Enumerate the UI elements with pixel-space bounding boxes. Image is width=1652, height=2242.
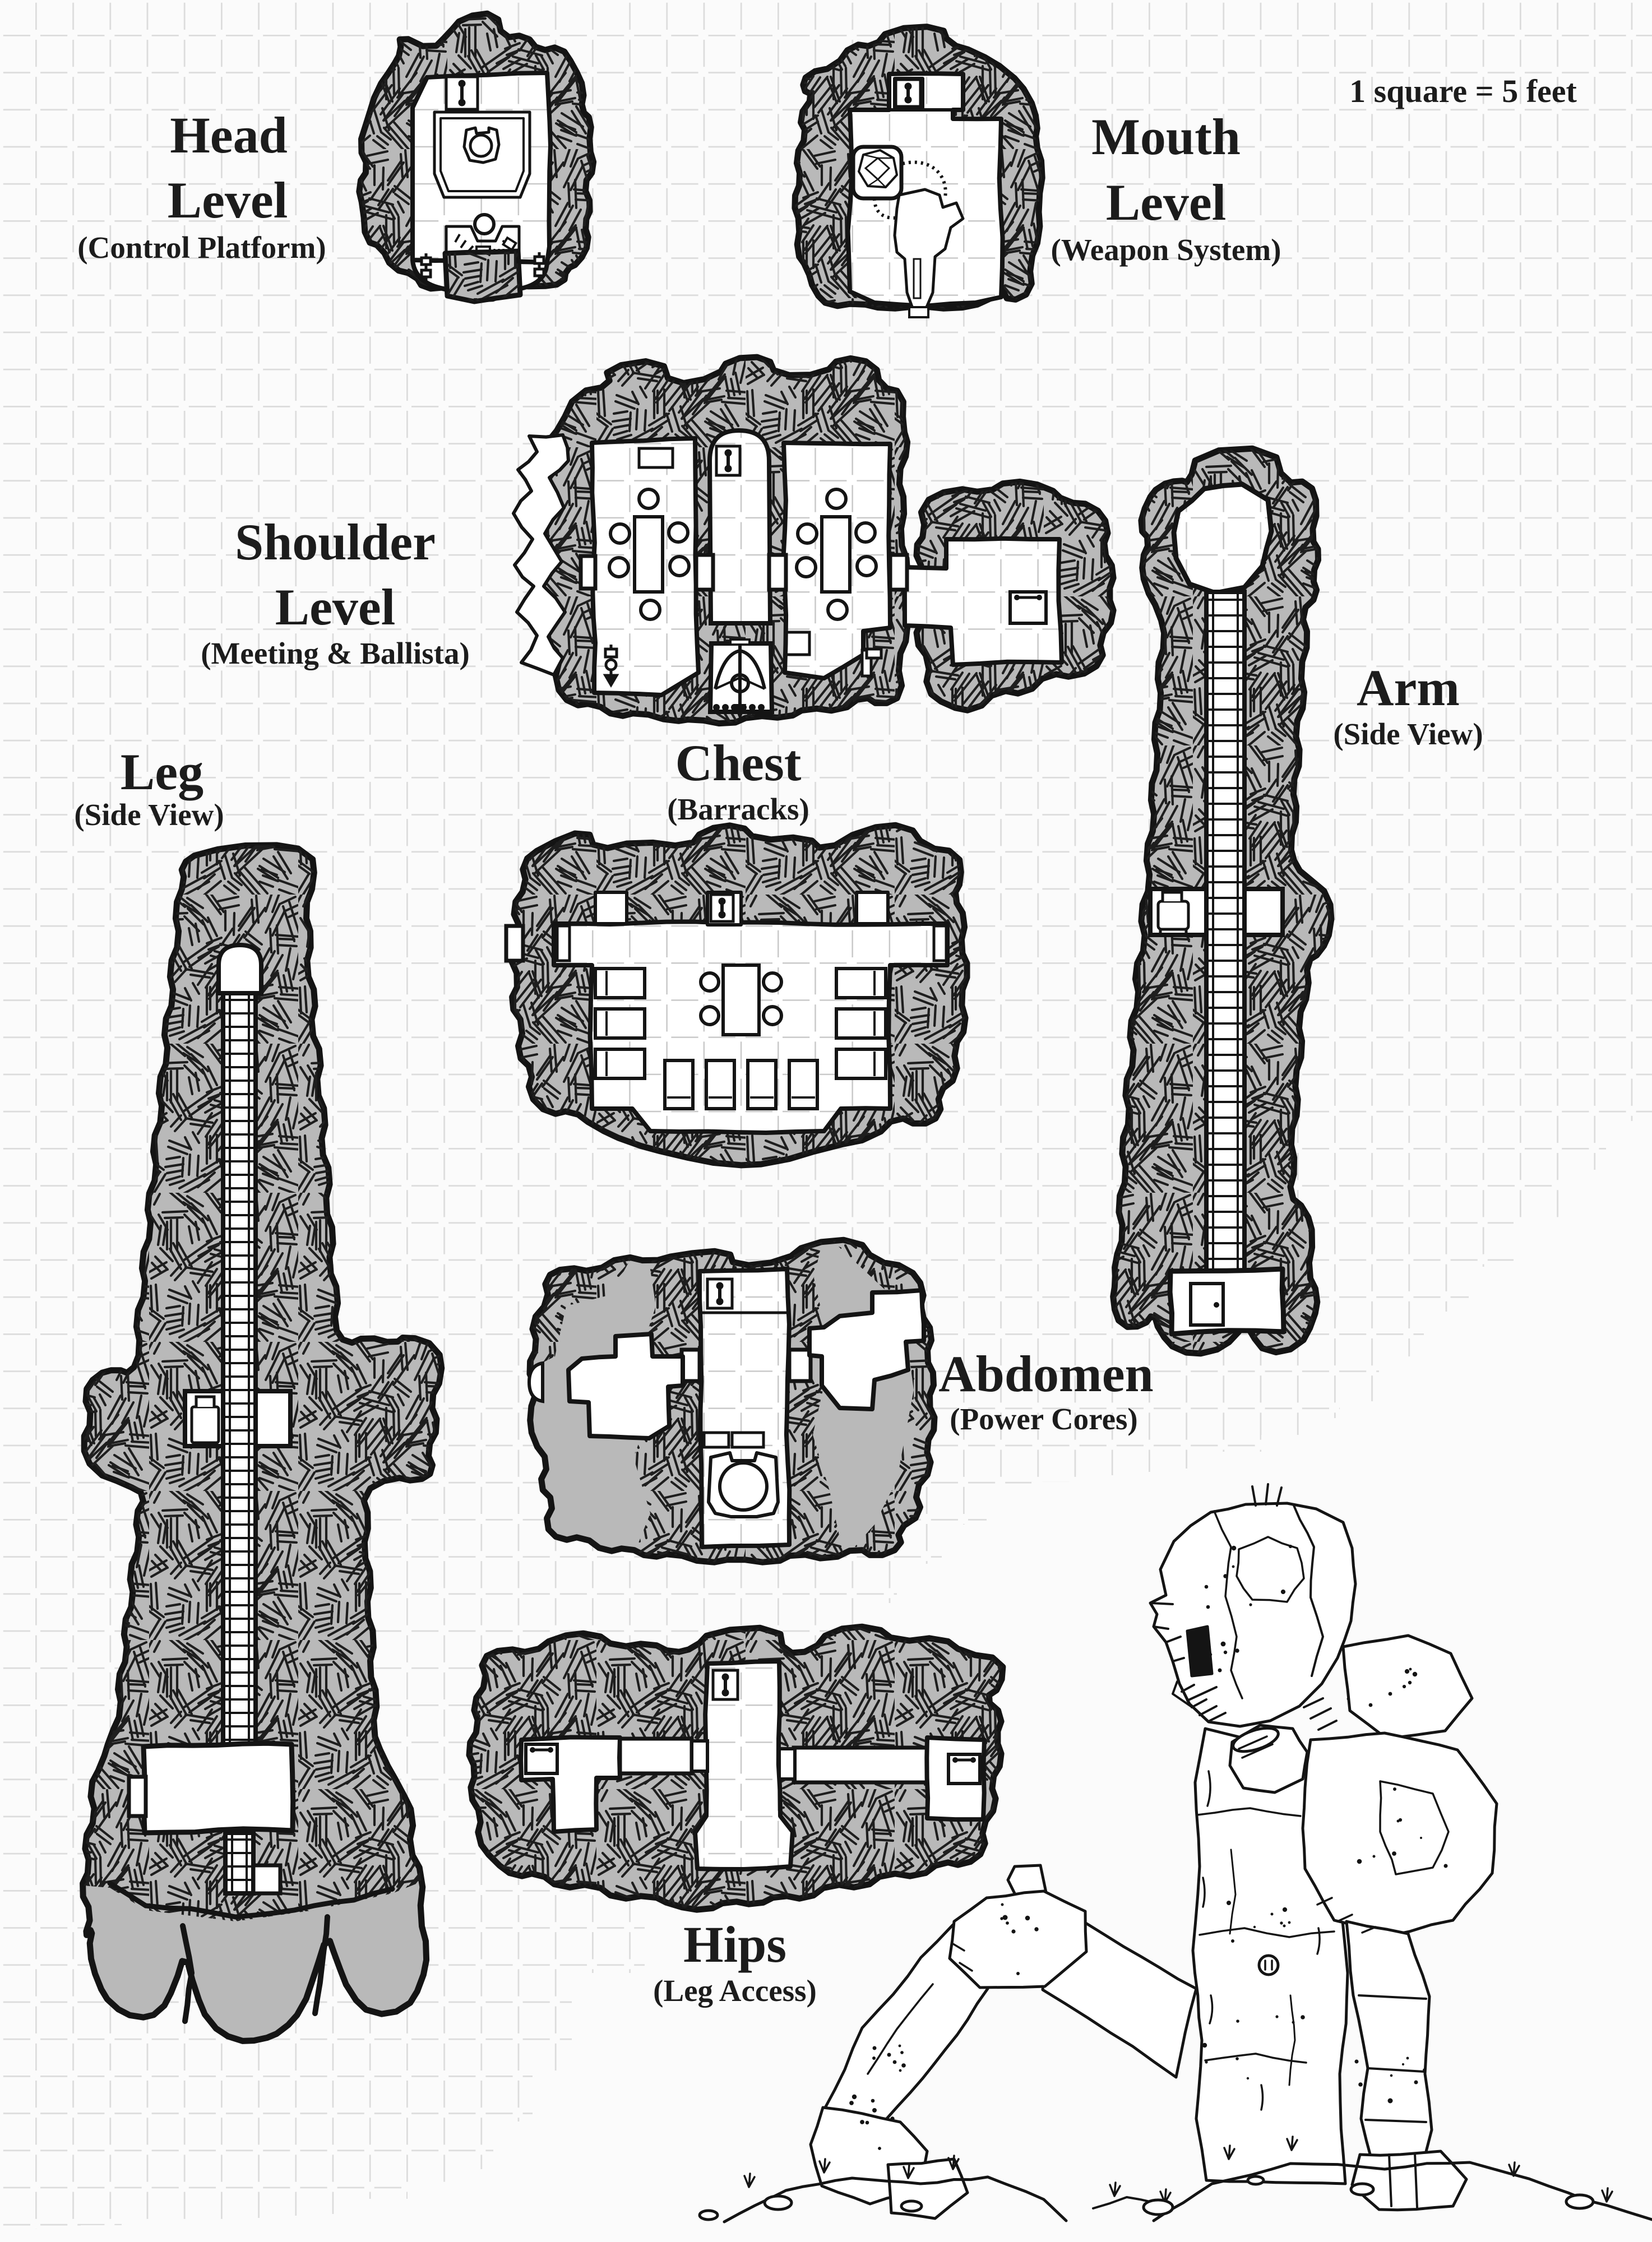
- svg-text:Level: Level: [168, 172, 288, 229]
- svg-text:Hips: Hips: [683, 1916, 786, 1973]
- svg-text:(Side View): (Side View): [1333, 717, 1483, 751]
- svg-text:(Weapon System): (Weapon System): [1051, 233, 1281, 267]
- svg-text:Level: Level: [275, 578, 396, 636]
- svg-text:(Power Cores): (Power Cores): [950, 1402, 1137, 1436]
- svg-text:Head: Head: [170, 106, 288, 164]
- svg-text:Leg: Leg: [121, 743, 203, 800]
- svg-text:Shoulder: Shoulder: [235, 513, 436, 571]
- svg-text:(Barracks): (Barracks): [667, 792, 809, 826]
- svg-text:(Side View): (Side View): [74, 798, 224, 832]
- svg-text:Level: Level: [1106, 174, 1227, 231]
- svg-text:(Control Platform): (Control Platform): [77, 230, 326, 265]
- svg-text:Mouth: Mouth: [1091, 108, 1241, 165]
- svg-text:Arm: Arm: [1357, 659, 1460, 716]
- svg-text:1 square = 5 feet: 1 square = 5 feet: [1349, 73, 1577, 109]
- svg-text:Abdomen: Abdomen: [938, 1345, 1153, 1402]
- svg-text:(Leg Access): (Leg Access): [653, 1974, 817, 2008]
- svg-text:Chest: Chest: [675, 734, 802, 791]
- svg-text:(Meeting & Ballista): (Meeting & Ballista): [201, 636, 470, 670]
